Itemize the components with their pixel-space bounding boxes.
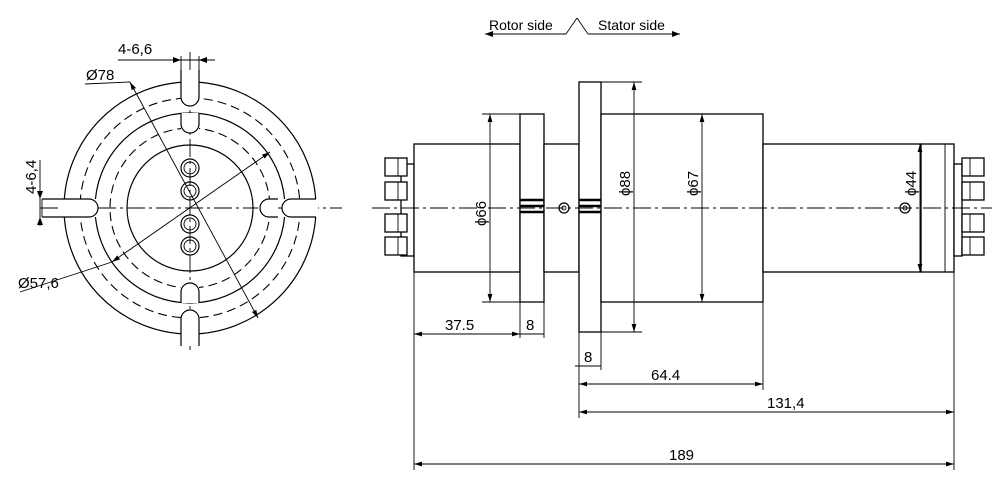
len-body-label: 64.4 [651, 367, 680, 384]
left-slot [41, 198, 99, 218]
dia-pitch-leader [111, 151, 271, 263]
right-connectors [953, 157, 985, 257]
left-connectors [384, 157, 415, 257]
dia-end-label: ϕ44 [903, 171, 920, 196]
dia-outer-label: Ø78 [86, 67, 114, 84]
stator-body [600, 113, 764, 303]
stator-flange-thk-label: 8 [584, 349, 592, 366]
right-slot [258, 198, 318, 218]
dia-pitch-leader-tail [19, 261, 113, 293]
dia-rotor-flange-label: ϕ66 [473, 201, 490, 226]
seal-bands [520, 198, 601, 214]
slot-dim-arrows [173, 57, 207, 63]
dia-stator-flange-label: ϕ88 [617, 171, 634, 196]
dia-outer-leader-tail [84, 81, 131, 85]
top-slot [180, 70, 200, 134]
side-indicator: Rotor side Stator side [485, 17, 680, 37]
len-total-label: 189 [669, 447, 694, 464]
stator-side-label: Stator side [598, 17, 665, 33]
side-view: Rotor side Stator side [372, 17, 992, 470]
len-rotor-label: 37.5 [445, 317, 474, 334]
len-stator-label: 131,4 [767, 395, 805, 412]
stator-set-screw [899, 202, 911, 214]
rotor-set-screw [558, 202, 570, 214]
holes-label: 4-6,6 [118, 41, 152, 58]
rotor-flange-thk-label: 8 [526, 317, 534, 334]
slot-width-label: 4-6,4 [23, 160, 40, 194]
dia-body-label: ϕ67 [685, 171, 702, 196]
front-view: 4-6,6 Ø78 Ø57,6 4-6,4 [18, 41, 342, 350]
slot-height-dim-arrows [37, 191, 43, 225]
rotor-side-label: Rotor side [489, 17, 553, 33]
bottom-slot [180, 282, 200, 346]
dia-pitch-label: Ø57,6 [18, 275, 59, 292]
